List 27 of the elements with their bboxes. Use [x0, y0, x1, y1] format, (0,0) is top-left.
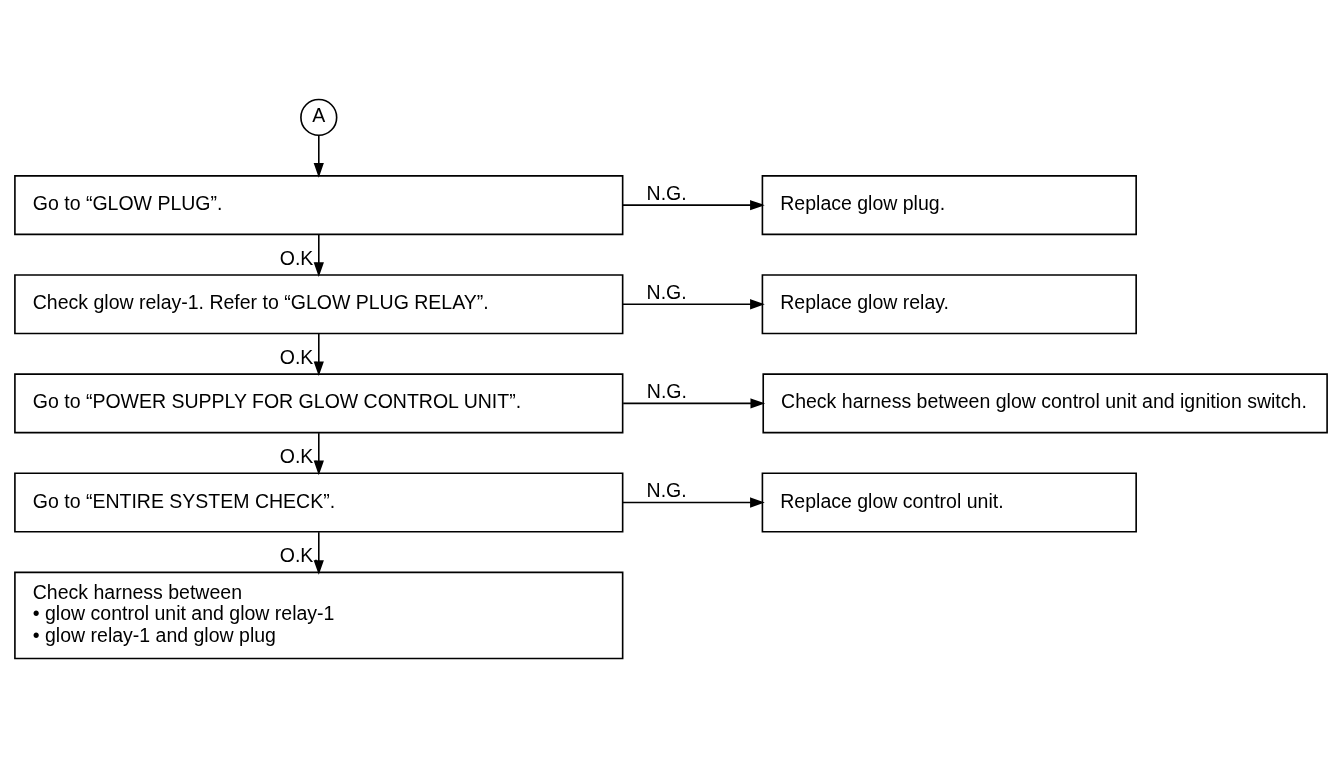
- arrow: [313, 134, 324, 178]
- node-box: Check glow relay-1. Refer to “GLOW PLUG RELAY”.: [14, 273, 624, 334]
- node-box: Check harness between glow control unit and ignition switch.: [762, 372, 1328, 433]
- arrow: [313, 431, 324, 475]
- edge-label: O.K.: [279, 444, 319, 467]
- edge-label: O.K.: [279, 543, 319, 566]
- node-circle: A: [300, 98, 338, 136]
- node-box: Check harness between • glow control unit and glow relay-1 • glow relay-1 and glow plug: [14, 571, 624, 659]
- node-box: Go to “POWER SUPPLY FOR GLOW CONTROL UNIT”.: [14, 372, 624, 433]
- edge-label: N.G.: [646, 478, 687, 501]
- arrow: [313, 530, 324, 575]
- arrow: [313, 332, 324, 376]
- arrow: [622, 199, 765, 210]
- edge-label: O.K.: [279, 246, 319, 269]
- arrow: [622, 397, 766, 408]
- edge-label: N.G.: [646, 181, 687, 204]
- node-box: Go to “ENTIRE SYSTEM CHECK”.: [14, 471, 624, 533]
- node-box: Replace glow control unit.: [761, 471, 1137, 533]
- edge-label: N.G.: [646, 280, 687, 303]
- node-box: Replace glow relay.: [761, 273, 1137, 334]
- arrow: [313, 233, 324, 277]
- arrow: [622, 496, 765, 508]
- arrow: [622, 298, 765, 309]
- edge-label: N.G.: [646, 379, 687, 402]
- node-box: Replace glow plug.: [761, 174, 1137, 235]
- node-box: Go to “GLOW PLUG”.: [14, 174, 624, 235]
- edge-label: O.K.: [279, 345, 319, 368]
